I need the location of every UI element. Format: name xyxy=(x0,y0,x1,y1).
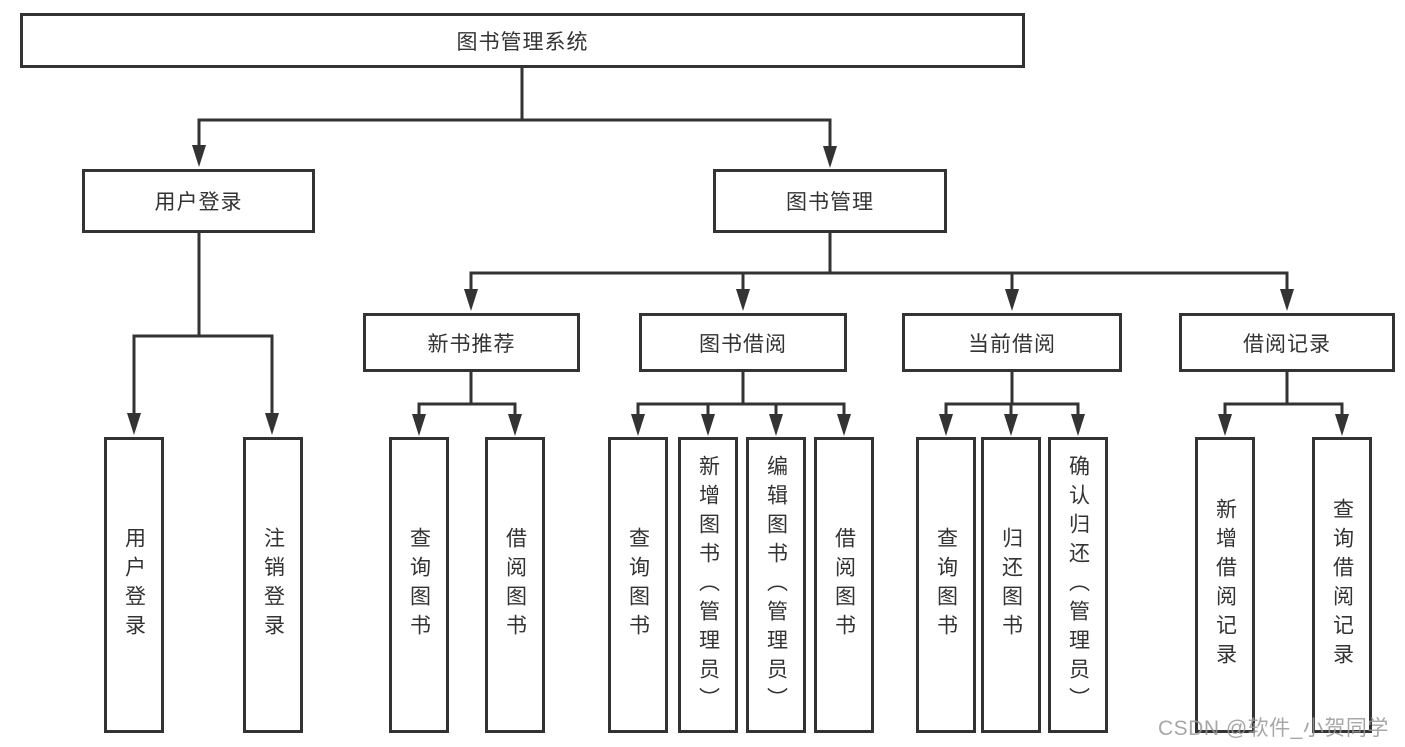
leaf-edit-book-admin: 编辑图书（管理员） xyxy=(746,437,806,733)
leaf-label: 新增借阅记录 xyxy=(1213,498,1237,672)
leaf-label: 注销登录 xyxy=(261,527,285,643)
arrowhead xyxy=(939,414,953,436)
arrowhead xyxy=(1218,414,1232,436)
node-label: 图书管理 xyxy=(786,191,874,214)
leaf-label: 查询图书 xyxy=(934,527,958,643)
leaf-label: 借阅图书 xyxy=(503,527,527,643)
arrowhead xyxy=(631,414,645,436)
leaf-borrow-books-borrowing: 借阅图书 xyxy=(814,437,874,733)
node-user-login: 用户登录 xyxy=(82,169,315,233)
leaf-add-borrow-record: 新增借阅记录 xyxy=(1195,437,1255,733)
leaf-add-book-admin: 新增图书（管理员） xyxy=(678,437,738,733)
leaf-return-book: 归还图书 xyxy=(981,437,1041,733)
connector-root-to-level2 xyxy=(197,68,832,148)
leaf-label: 查询借阅记录 xyxy=(1330,498,1354,672)
node-book-management: 图书管理 xyxy=(713,169,947,233)
connector-records-to-leaves xyxy=(1223,372,1344,415)
arrowhead xyxy=(1335,414,1349,436)
leaf-logout: 注销登录 xyxy=(243,437,303,733)
arrowhead xyxy=(192,145,206,167)
arrowhead xyxy=(837,414,851,436)
arrowhead xyxy=(823,146,837,168)
arrowhead xyxy=(736,289,750,311)
leaf-label: 归还图书 xyxy=(999,527,1023,643)
arrowhead xyxy=(1280,289,1294,311)
leaf-label: 编辑图书（管理员） xyxy=(764,454,788,716)
connector-userlogin-to-leaves xyxy=(132,233,274,414)
leaf-label: 查询图书 xyxy=(626,527,650,643)
node-library-management-system: 图书管理系统 xyxy=(20,13,1025,68)
leaf-query-borrow-record: 查询借阅记录 xyxy=(1312,437,1372,733)
node-label: 图书管理系统 xyxy=(456,30,589,54)
arrowhead xyxy=(1005,289,1019,311)
leaf-borrow-books-recommend: 借阅图书 xyxy=(485,437,545,733)
node-borrowing-records: 借阅记录 xyxy=(1179,313,1395,372)
arrowhead xyxy=(1004,414,1018,436)
leaf-label: 新增图书（管理员） xyxy=(696,454,720,716)
node-new-book-recommend: 新书推荐 xyxy=(363,313,580,372)
node-book-borrowing: 图书借阅 xyxy=(639,313,847,372)
node-label: 图书借阅 xyxy=(699,332,787,356)
node-label: 当前借阅 xyxy=(968,332,1056,356)
arrowhead xyxy=(412,414,426,436)
leaf-query-books-recommend: 查询图书 xyxy=(389,437,449,733)
arrowhead xyxy=(265,413,279,435)
node-label: 新书推荐 xyxy=(427,332,516,356)
connector-bookmgmt-to-level3 xyxy=(469,233,1289,290)
leaf-query-books-borrowing: 查询图书 xyxy=(608,437,668,733)
leaf-query-books-current: 查询图书 xyxy=(916,437,976,733)
arrowhead xyxy=(508,414,522,436)
node-label: 借阅记录 xyxy=(1243,332,1331,356)
arrowhead xyxy=(127,413,141,435)
leaf-user-login: 用户登录 xyxy=(104,437,164,733)
leaf-label: 用户登录 xyxy=(122,527,146,643)
arrowhead xyxy=(769,414,783,436)
node-current-borrowing: 当前借阅 xyxy=(902,313,1122,372)
connector-borrowing-to-leaves xyxy=(636,372,846,415)
leaf-label: 借阅图书 xyxy=(832,527,856,643)
leaf-label: 确认归还（管理员） xyxy=(1066,454,1090,716)
arrowhead xyxy=(701,414,715,436)
arrowhead xyxy=(1071,414,1085,436)
csdn-watermark: CSDN @软件_小贺同学 xyxy=(1158,717,1389,740)
connector-recommend-to-leaves xyxy=(417,372,517,415)
connector-current-to-leaves xyxy=(944,372,1080,415)
node-label: 用户登录 xyxy=(154,191,243,214)
leaf-confirm-return-admin: 确认归还（管理员） xyxy=(1048,437,1108,733)
arrowhead xyxy=(464,289,478,311)
leaf-label: 查询图书 xyxy=(407,527,431,643)
